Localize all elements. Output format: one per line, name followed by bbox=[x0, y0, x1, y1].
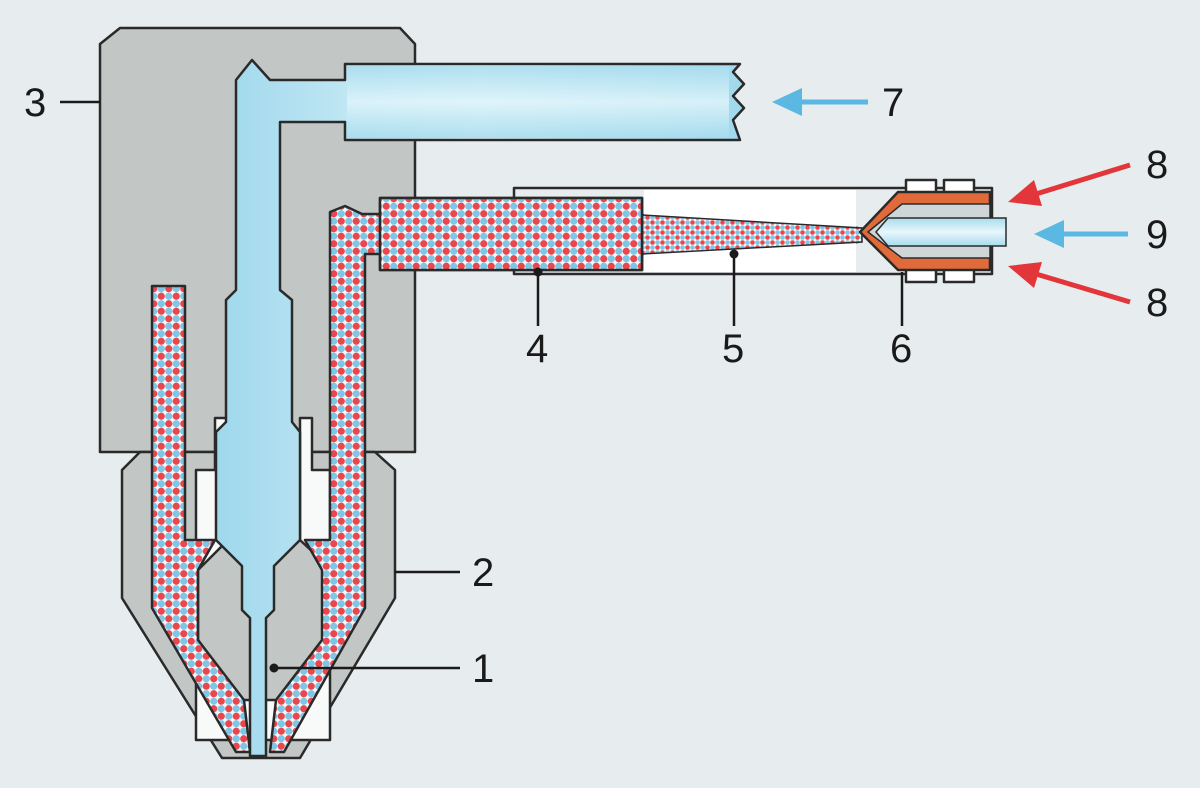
callout-7: 7 bbox=[882, 81, 904, 125]
powder-channel-left bbox=[150, 284, 252, 754]
callout-9: 9 bbox=[1146, 213, 1168, 257]
callout-2: 2 bbox=[472, 551, 494, 595]
gas-inlet-highlight bbox=[347, 66, 729, 138]
callout-1: 1 bbox=[472, 647, 494, 691]
callout-4: 4 bbox=[526, 327, 548, 371]
upper-red-arrow bbox=[1008, 162, 1131, 206]
lower-red-arrow bbox=[1008, 262, 1131, 305]
tip-gas-arrow bbox=[1034, 220, 1128, 248]
callout-8-bottom: 8 bbox=[1146, 281, 1168, 325]
callout-6: 6 bbox=[890, 327, 912, 371]
gas-inlet-arrow bbox=[772, 88, 868, 116]
feed-block bbox=[378, 196, 644, 272]
callout-5: 5 bbox=[722, 327, 744, 371]
callout-3: 3 bbox=[24, 81, 46, 125]
callout-8-top: 8 bbox=[1146, 143, 1168, 187]
callout-leaders bbox=[60, 100, 904, 673]
injector-tip bbox=[858, 178, 1007, 284]
